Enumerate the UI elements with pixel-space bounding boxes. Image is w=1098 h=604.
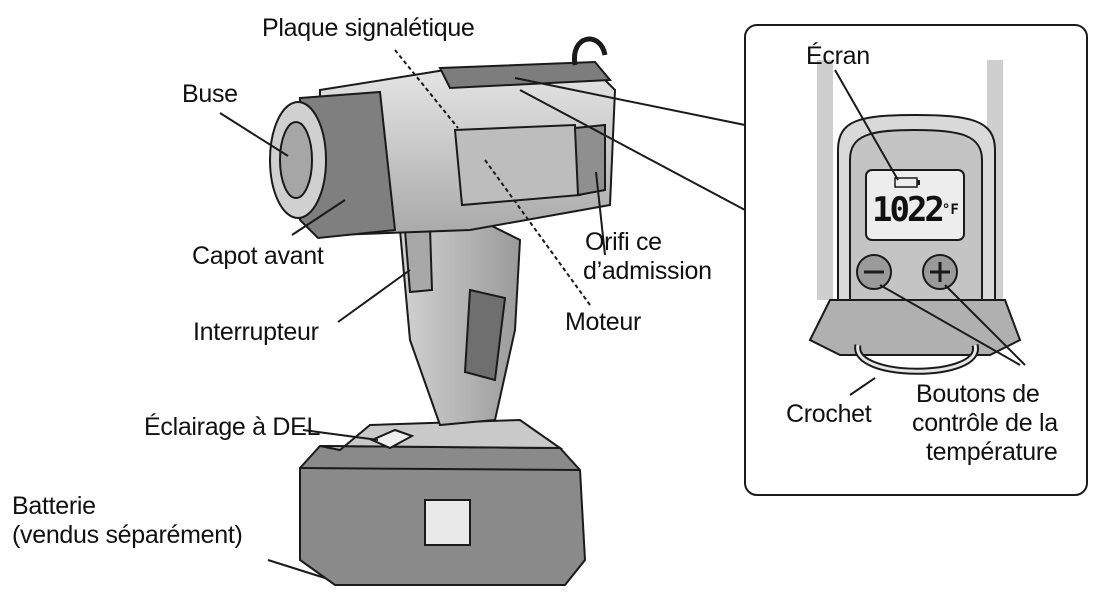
label-switch: Interrupteur — [193, 318, 319, 347]
label-front-cover: Capot avant — [192, 242, 324, 271]
label-hook: Crochet — [786, 400, 871, 429]
label-nameplate: Plaque signalétique — [262, 14, 475, 43]
label-buttons-line1: Boutons de — [912, 380, 1058, 409]
label-intake-line1: Orifi ce — [583, 228, 712, 257]
label-nozzle: Buse — [182, 80, 238, 109]
trigger — [405, 228, 432, 292]
label-intake: Orifi ce d’admission — [583, 228, 712, 286]
label-buttons-line2: contrôle de la — [912, 409, 1058, 438]
label-intake-line2: d’admission — [583, 257, 712, 286]
label-battery-line2: (vendus séparément) — [12, 521, 243, 550]
top-hook — [574, 39, 605, 65]
heat-gun — [270, 39, 615, 585]
intake-grille — [575, 125, 605, 195]
label-screen: Écran — [806, 42, 870, 71]
label-battery: Batterie (vendus séparément) — [12, 492, 243, 550]
label-battery-line1: Batterie — [12, 492, 243, 521]
label-led-light: Éclairage à DEL — [144, 413, 320, 442]
label-temperature-buttons: Boutons de contrôle de la température — [912, 380, 1058, 467]
battery-release — [425, 500, 470, 545]
lcd-temperature-unit: °F — [942, 202, 959, 218]
label-motor: Moteur — [565, 308, 641, 337]
lcd-temperature-value: 1022 — [872, 190, 942, 230]
side-panel — [455, 125, 580, 205]
lcd-temperature: 1022°F — [872, 190, 959, 230]
label-buttons-line3: température — [912, 438, 1058, 467]
